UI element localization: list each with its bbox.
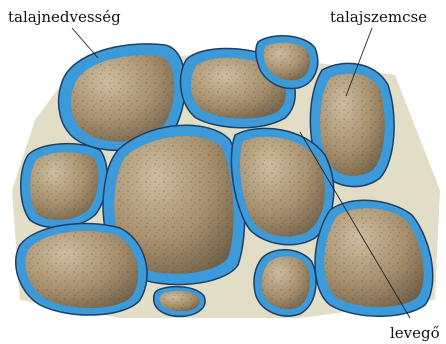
label-soil-particle: talajszemcse (330, 8, 427, 26)
label-air: levegő (390, 324, 440, 342)
grain-bottom-small-center (154, 287, 205, 317)
soil-grains (16, 36, 433, 317)
grain-bottom-left (16, 223, 147, 315)
leader-soil-moisture (72, 28, 98, 58)
label-soil-moisture: talajnedvesség (8, 8, 121, 26)
grain-left-middle (21, 144, 107, 228)
grain-bottom-middle-small (254, 250, 316, 316)
